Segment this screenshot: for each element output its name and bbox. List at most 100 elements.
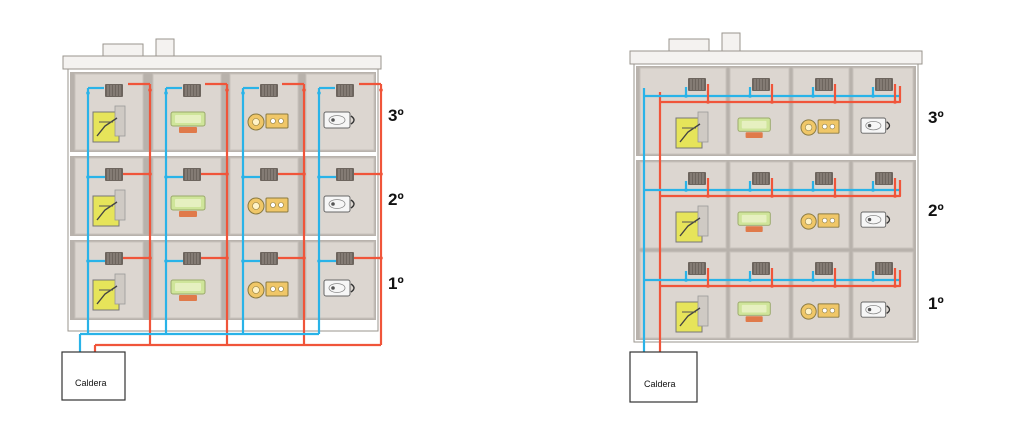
bathtub-shape [323, 195, 351, 213]
sink-shape [829, 307, 836, 314]
floor-label: 3º [928, 108, 944, 127]
chimney-shape [155, 38, 175, 57]
bed-line [96, 285, 118, 305]
bathtub-inner [328, 283, 346, 293]
bathtub-inner [328, 199, 346, 209]
radiator-icon [105, 84, 123, 97]
bathtub-shape [860, 301, 887, 318]
pipe-joint [748, 188, 752, 192]
pipe-joint [379, 172, 383, 176]
bathtub-shape [323, 111, 351, 129]
room-cell [229, 73, 299, 151]
rug-shape [745, 132, 763, 138]
pipe-joint [833, 100, 837, 104]
wardrobe-shape [114, 273, 126, 305]
bed-line [96, 201, 118, 221]
drain-shape [867, 123, 872, 128]
radiator-icon [815, 78, 833, 91]
boiler-label: Caldera [75, 378, 107, 388]
bedroom-icon [92, 273, 126, 311]
pipe-joint [317, 259, 321, 263]
bedroom-icon [675, 111, 709, 149]
supply-floor-line [660, 86, 902, 104]
bedroom-icon [675, 295, 709, 333]
pipe-joint [317, 175, 321, 179]
pipe-joint [164, 91, 168, 95]
pipe-joint [86, 91, 90, 95]
pipe-joint [833, 284, 837, 288]
pipe-joint [893, 100, 897, 104]
sofa-cushion [175, 283, 201, 291]
room-cell [229, 241, 299, 319]
sink-shape [278, 286, 284, 292]
pipe-joint [379, 88, 383, 92]
radiator-icon [875, 262, 893, 275]
kitchen-icon [247, 197, 289, 215]
sofa-icon [170, 111, 206, 133]
pipe-joint [748, 278, 752, 282]
faucet-shape [886, 121, 891, 130]
rug-shape [179, 295, 197, 301]
pipe-joint [241, 259, 245, 263]
sofa-icon [170, 279, 206, 301]
rug-shape [745, 226, 763, 232]
radiator-icon [875, 172, 893, 185]
radiator-icon [688, 262, 706, 275]
radiator-icon [105, 252, 123, 265]
boiler-box [61, 351, 126, 401]
pipe-joint [748, 94, 752, 98]
faucet-shape [350, 283, 355, 293]
sofa-cushion [175, 199, 201, 207]
table-center [252, 118, 260, 126]
counter-shape [265, 281, 289, 297]
drain-shape [331, 118, 335, 122]
pipe-joint [684, 188, 688, 192]
radiator-icon [752, 172, 770, 185]
rug-shape [179, 127, 197, 133]
sink-shape [270, 118, 276, 124]
faucet-shape [350, 199, 355, 209]
sofa-icon [170, 195, 206, 217]
kitchen-icon [800, 303, 840, 320]
chimney-shape [721, 32, 741, 52]
pipe-joint [770, 194, 774, 198]
radiator-icon [260, 168, 278, 181]
floor-label: 2º [928, 201, 944, 220]
wardrobe-shape [114, 189, 126, 221]
radiator-icon [815, 172, 833, 185]
bathtub-shape [323, 279, 351, 297]
counter-shape [817, 119, 840, 134]
table-center [804, 123, 813, 132]
counter-shape [265, 197, 289, 213]
roof-shape [629, 50, 923, 65]
sink-shape [829, 123, 836, 130]
pipe-joint [893, 284, 897, 288]
faucet-shape [886, 215, 891, 224]
pipe-joint [684, 278, 688, 282]
chimney-shape [102, 43, 144, 57]
sink-shape [270, 286, 276, 292]
table-center [804, 307, 813, 316]
pipe-joint [317, 91, 321, 95]
bathroom-icon [323, 279, 355, 297]
roof-shape [62, 55, 382, 70]
counter-shape [265, 113, 289, 129]
pipe-joint [241, 91, 245, 95]
drain-shape [867, 307, 872, 312]
rug-shape [179, 211, 197, 217]
radiator-icon [336, 252, 354, 265]
chimney-shape [668, 38, 710, 52]
pipe-joint [871, 94, 875, 98]
pipe-joint [811, 188, 815, 192]
bed-line [679, 123, 701, 143]
pipe-joint [86, 175, 90, 179]
sofa-cushion [175, 115, 201, 123]
sofa-cushion [741, 120, 767, 129]
kitchen-icon [247, 113, 289, 131]
radiator-icon [815, 262, 833, 275]
bathtub-shape [860, 117, 887, 134]
pipe-joint [164, 175, 168, 179]
sink-shape [822, 123, 828, 130]
bed-line [679, 307, 701, 327]
